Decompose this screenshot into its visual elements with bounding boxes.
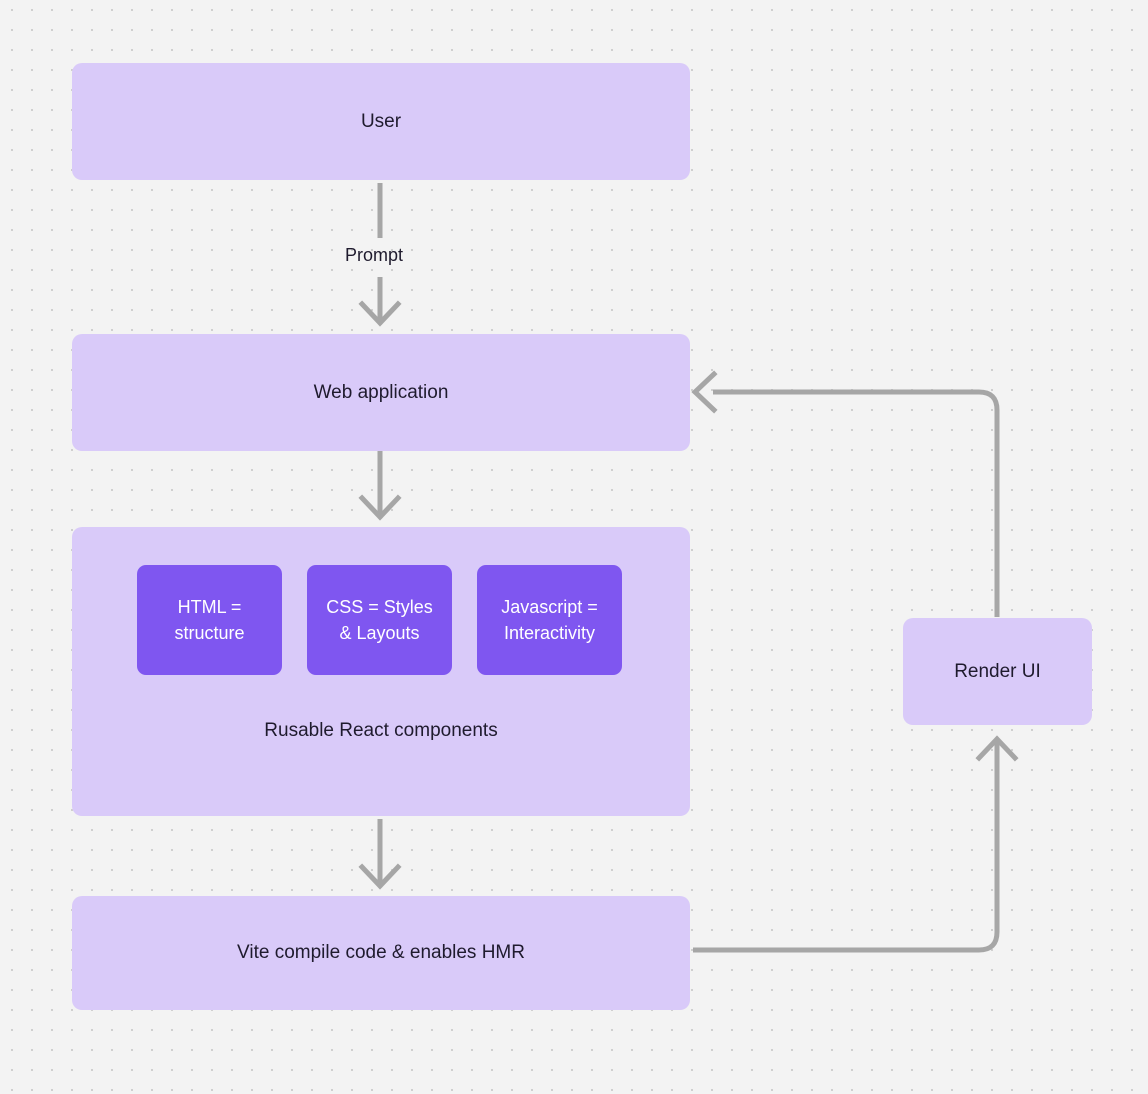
node-web-application-label: Web application — [313, 381, 449, 403]
edge-components-to-vite-arrowhead — [358, 863, 402, 890]
node-vite-label: Vite compile code & enables HMR — [237, 942, 525, 964]
node-web-application[interactable]: Web application — [72, 334, 690, 451]
node-render-ui-label: Render UI — [954, 660, 1041, 682]
node-javascript-line2: Interactivity — [503, 623, 595, 643]
node-html-line2: structure — [174, 623, 245, 643]
edge-vite-to-render-path — [693, 742, 1000, 953]
node-html-label: HTML = structure — [174, 594, 244, 646]
node-html[interactable]: HTML = structure — [137, 565, 282, 675]
node-html-line1: HTML = — [177, 596, 242, 617]
node-javascript-line1: Javascript = — [501, 596, 598, 617]
node-user[interactable]: User — [72, 63, 690, 180]
node-css-line2: & Layouts — [339, 623, 420, 643]
node-css[interactable]: CSS = Styles & Layouts — [307, 565, 452, 675]
node-javascript-label: Javascript = Interactivity — [501, 594, 598, 646]
node-css-label: CSS = Styles & Layouts — [326, 594, 433, 646]
node-components-container-caption: Rusable React components — [72, 718, 690, 744]
node-css-line1: CSS = Styles — [326, 596, 433, 617]
edge-label-prompt-text: Prompt — [345, 245, 404, 265]
edge-render-to-web-arrowhead — [691, 370, 718, 414]
node-render-ui[interactable]: Render UI — [903, 618, 1092, 725]
edge-render-to-web-path — [713, 389, 1000, 617]
node-vite[interactable]: Vite compile code & enables HMR — [72, 896, 690, 1010]
edge-label-prompt: Prompt — [345, 245, 403, 266]
node-components-container-caption-text: Rusable React components — [264, 720, 498, 741]
edge-vite-to-render-arrowhead — [975, 735, 1019, 762]
node-user-label: User — [360, 110, 402, 132]
node-components-container[interactable]: HTML = structure CSS = Styles & Layouts … — [72, 527, 690, 816]
node-javascript[interactable]: Javascript = Interactivity — [477, 565, 622, 675]
edge-web-to-components-arrowhead — [358, 494, 402, 521]
edge-user-to-web-arrowhead — [358, 300, 402, 327]
